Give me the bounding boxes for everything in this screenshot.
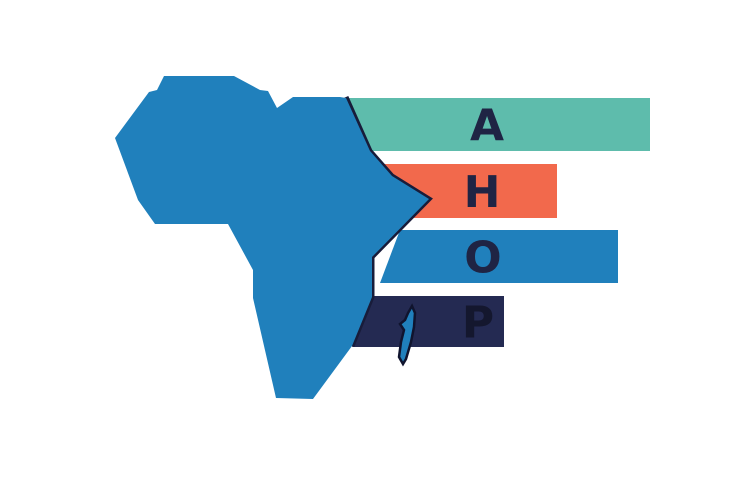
letter-p: P [462, 298, 494, 349]
africa-map-icon [115, 76, 429, 399]
bar-a [346, 98, 650, 151]
bar-p [352, 296, 504, 347]
letter-o: O [464, 233, 501, 284]
bar-o [380, 230, 618, 283]
letter-h: H [464, 167, 501, 218]
madagascar-island-icon [397, 303, 417, 367]
letter-a: A [470, 101, 504, 152]
